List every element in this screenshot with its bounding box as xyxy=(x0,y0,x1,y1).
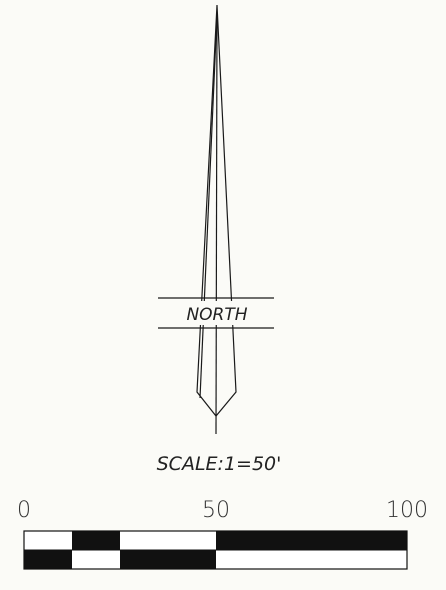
scale-tick-label-0: 0 xyxy=(17,498,31,523)
north-arrow-center-line xyxy=(215,13,218,435)
scale-tick-label-100: 100 xyxy=(386,498,428,523)
scale-segment-top-1 xyxy=(24,531,72,550)
scale-segment-bottom-4 xyxy=(216,550,407,569)
scale-segment-bottom-3 xyxy=(120,550,216,569)
scale-text: SCALE:1=50' xyxy=(157,453,282,475)
scale-segment-bottom-2 xyxy=(72,550,120,569)
scale-bar: 0 50 100 xyxy=(17,498,428,570)
north-arrow-inner-left-line xyxy=(199,13,218,399)
north-label: NORTH xyxy=(186,305,247,325)
scale-segment-top-4 xyxy=(216,531,407,550)
scale-segment-top-2 xyxy=(72,531,120,550)
north-label-background xyxy=(170,301,262,325)
scale-tick-label-50: 50 xyxy=(202,498,230,523)
scale-segment-bottom-1 xyxy=(24,550,72,569)
scale-segment-top-3 xyxy=(120,531,216,550)
north-arrow: NORTH xyxy=(158,4,274,435)
